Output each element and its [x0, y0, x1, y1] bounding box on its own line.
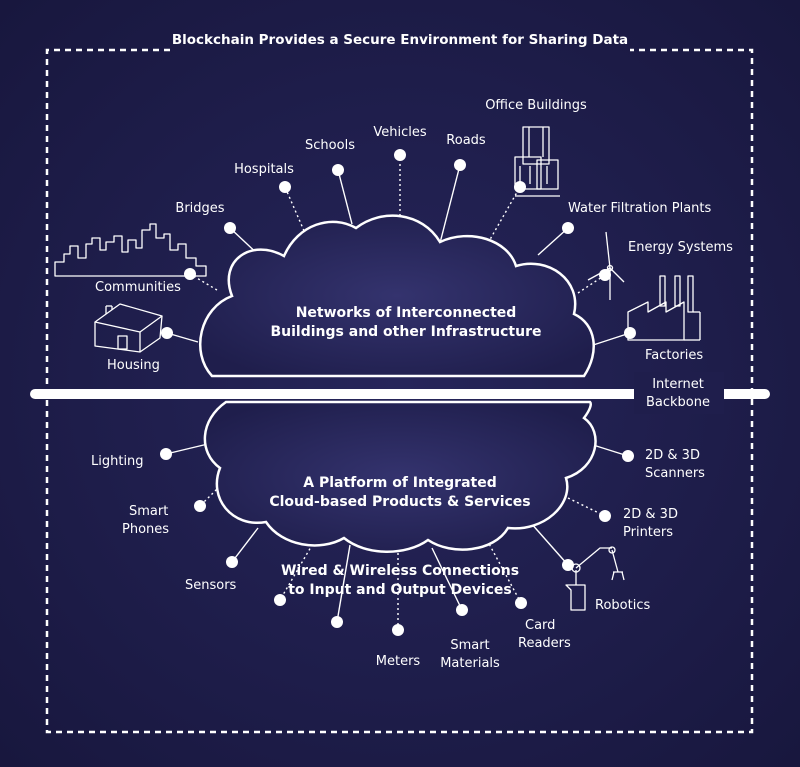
label-housing: Housing: [107, 358, 160, 373]
label-card-readers-1: Card: [525, 618, 555, 633]
label-robotics: Robotics: [595, 598, 650, 613]
office-building-icon: [514, 126, 560, 197]
label-vehicles: Vehicles: [373, 125, 426, 140]
connections-caption-1: Wired & Wireless Connections: [281, 563, 519, 579]
factory-icon: [627, 275, 701, 341]
label-meters: Meters: [376, 654, 421, 669]
backbone-label-bg: [634, 372, 724, 414]
city-skyline-icon: [54, 223, 207, 277]
connections-caption-2: to Input and Output Devices: [288, 582, 512, 598]
internet-backbone-bar: [30, 389, 770, 399]
infrastructure-cloud: [198, 214, 595, 378]
label-office-buildings: Office Buildings: [485, 98, 587, 113]
platform-cloud: [203, 400, 597, 553]
label-smart-phones-2: Phones: [122, 522, 169, 537]
backbone-label-line1: Internet: [652, 377, 704, 392]
label-scanners-2: Scanners: [645, 466, 705, 481]
label-smart-phones-1: Smart: [129, 504, 168, 519]
label-water-filtration-plants: Water Filtration Plants: [568, 201, 712, 216]
backbone-label-line2: Backbone: [646, 395, 710, 410]
robot-arm-icon: [565, 546, 625, 611]
label-roads: Roads: [446, 133, 486, 148]
infrastructure-cloud-caption-2: Buildings and other Infrastructure: [271, 324, 542, 340]
diagram-title: Blockchain Provides a Secure Environment…: [172, 32, 628, 48]
label-printers-2: Printers: [623, 525, 673, 540]
label-bridges: Bridges: [175, 201, 224, 216]
platform-cloud-caption-2: Cloud-based Products & Services: [269, 494, 530, 510]
label-hospitals: Hospitals: [234, 162, 294, 177]
house-icon: [94, 303, 163, 353]
platform-cloud-caption-1: A Platform of Integrated: [303, 475, 497, 491]
node-dots: [160, 149, 636, 636]
secure-environment-frame: [45, 48, 754, 734]
label-smart-materials-2: Materials: [440, 656, 500, 671]
infrastructure-cloud-caption-1: Networks of Interconnected: [296, 305, 517, 321]
label-schools: Schools: [305, 138, 355, 153]
label-sensors: Sensors: [185, 578, 237, 593]
label-factories: Factories: [645, 348, 703, 363]
label-card-readers-2: Readers: [518, 636, 571, 651]
label-smart-materials-1: Smart: [450, 638, 489, 653]
label-printers-1: 2D & 3D: [623, 507, 678, 522]
label-scanners-1: 2D & 3D: [645, 448, 700, 463]
label-energy-systems: Energy Systems: [628, 240, 733, 255]
label-lighting: Lighting: [91, 454, 144, 469]
label-communities: Communities: [95, 280, 181, 295]
